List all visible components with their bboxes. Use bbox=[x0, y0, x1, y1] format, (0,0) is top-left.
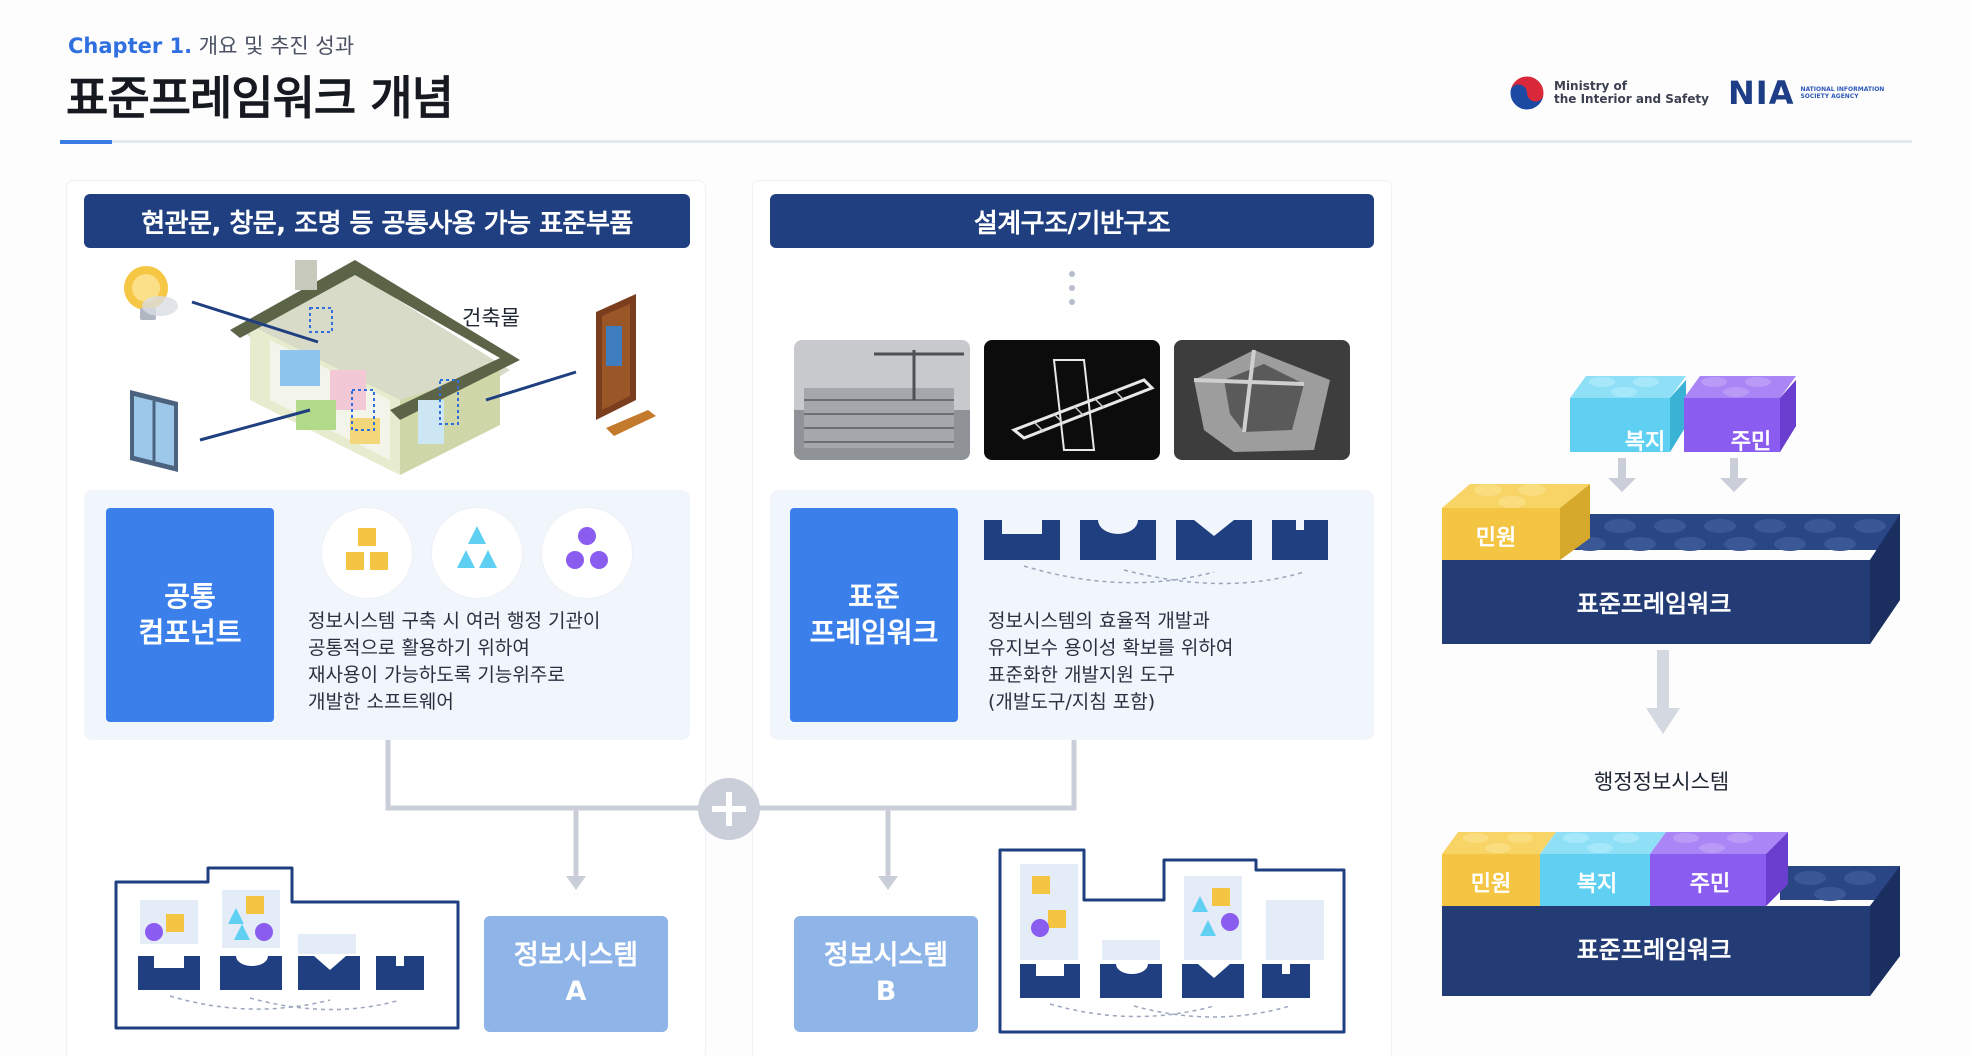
ministry-logo: Ministry of the Interior and Safety bbox=[1508, 74, 1709, 112]
ministry-logo-line1: Ministry of bbox=[1554, 79, 1627, 93]
framework-brick-stack bbox=[1442, 376, 1900, 644]
plus-icon bbox=[698, 778, 760, 840]
door-icon bbox=[596, 294, 656, 436]
system-b-line1: 정보시스템 bbox=[823, 940, 949, 971]
triangles-icon bbox=[432, 508, 522, 598]
gov-system-label: 행정정보시스템 bbox=[1594, 770, 1730, 794]
welfare-brick-bottom bbox=[1540, 832, 1666, 906]
resident-brick-top bbox=[1684, 376, 1796, 452]
page-title: 표준프레임워크 개념 bbox=[66, 71, 454, 125]
nia-logo: NIA NATIONAL INFORMATION SOCIETY AGENCY bbox=[1728, 74, 1910, 112]
system-a-composition bbox=[114, 866, 460, 1030]
system-a-box: 정보시스템 A bbox=[484, 916, 668, 1032]
squares-icon bbox=[322, 508, 412, 598]
system-b-box: 정보시스템 B bbox=[794, 916, 978, 1032]
window-icon bbox=[130, 390, 178, 472]
nia-logo-subtext: NATIONAL INFORMATION SOCIETY AGENCY bbox=[1800, 86, 1885, 100]
common-component-title: 공통 컴포넌트 bbox=[106, 508, 274, 722]
framework-description: 정보시스템의 효율적 개발과 유지보수 용이성 확보를 위하여 표준화한 개발지… bbox=[988, 610, 1234, 713]
system-a-line1: 정보시스템 bbox=[513, 940, 639, 971]
welfare-label-bottom: 복지 bbox=[1576, 872, 1618, 897]
chapter-title: 개요 및 추진 성과 bbox=[198, 34, 355, 58]
building-illustration bbox=[124, 260, 656, 475]
resident-label-top: 주민 bbox=[1730, 430, 1772, 455]
framework-label-top: 표준프레임워크 bbox=[1576, 590, 1732, 618]
framework-blocks-icon bbox=[984, 520, 1328, 585]
chapter-heading: Chapter 1. 개요 및 추진 성과 bbox=[68, 30, 354, 60]
title-divider bbox=[60, 140, 1912, 143]
left-banner: 현관문, 창문, 조명 등 공통사용 가능 표준부품 bbox=[84, 194, 690, 248]
base-brick-bottom bbox=[1442, 866, 1900, 996]
nia-logo-mark: NIA bbox=[1728, 74, 1795, 112]
middle-banner: 설계구조/기반구조 bbox=[770, 194, 1374, 248]
construction-photo bbox=[794, 340, 970, 460]
gov-system-brick-stack bbox=[1442, 832, 1900, 996]
welfare-label-top: 복지 bbox=[1624, 430, 1666, 455]
framework-title: 표준 프레임워크 bbox=[790, 508, 958, 722]
house-icon bbox=[230, 260, 520, 475]
title-divider-accent bbox=[60, 140, 112, 144]
arrow-down-icon bbox=[1646, 650, 1680, 734]
civil-brick-bottom bbox=[1442, 832, 1556, 906]
base-brick-top bbox=[1442, 514, 1900, 644]
system-b-line2: B bbox=[875, 976, 897, 1007]
circles-icon bbox=[542, 508, 632, 598]
common-component-description: 정보시스템 구축 시 여러 행정 기관이 공통적으로 활용하기 위하여 재사용이… bbox=[308, 610, 601, 713]
taegeuk-icon bbox=[1509, 75, 1545, 111]
ellipsis-vertical-icon bbox=[1069, 271, 1075, 305]
civil-brick-top bbox=[1442, 484, 1590, 560]
ministry-logo-text: Ministry of the Interior and Safety bbox=[1554, 80, 1709, 106]
system-a-line2: A bbox=[565, 976, 587, 1007]
welfare-brick-top bbox=[1570, 376, 1686, 452]
resident-label-bottom: 주민 bbox=[1689, 872, 1731, 897]
structure-photo bbox=[1174, 340, 1350, 460]
chapter-label: Chapter 1. bbox=[68, 34, 193, 58]
resident-brick-bottom bbox=[1650, 832, 1788, 906]
airframe-photo bbox=[984, 340, 1160, 460]
building-label: 건축물 bbox=[462, 306, 520, 330]
system-b-composition bbox=[998, 848, 1346, 1034]
light-bulb-icon bbox=[124, 266, 178, 320]
ministry-logo-line2: the Interior and Safety bbox=[1554, 92, 1709, 106]
civil-label-bottom: 민원 bbox=[1470, 872, 1512, 897]
framework-label-bottom: 표준프레임워크 bbox=[1576, 936, 1732, 964]
civil-label-top: 민원 bbox=[1475, 526, 1517, 551]
